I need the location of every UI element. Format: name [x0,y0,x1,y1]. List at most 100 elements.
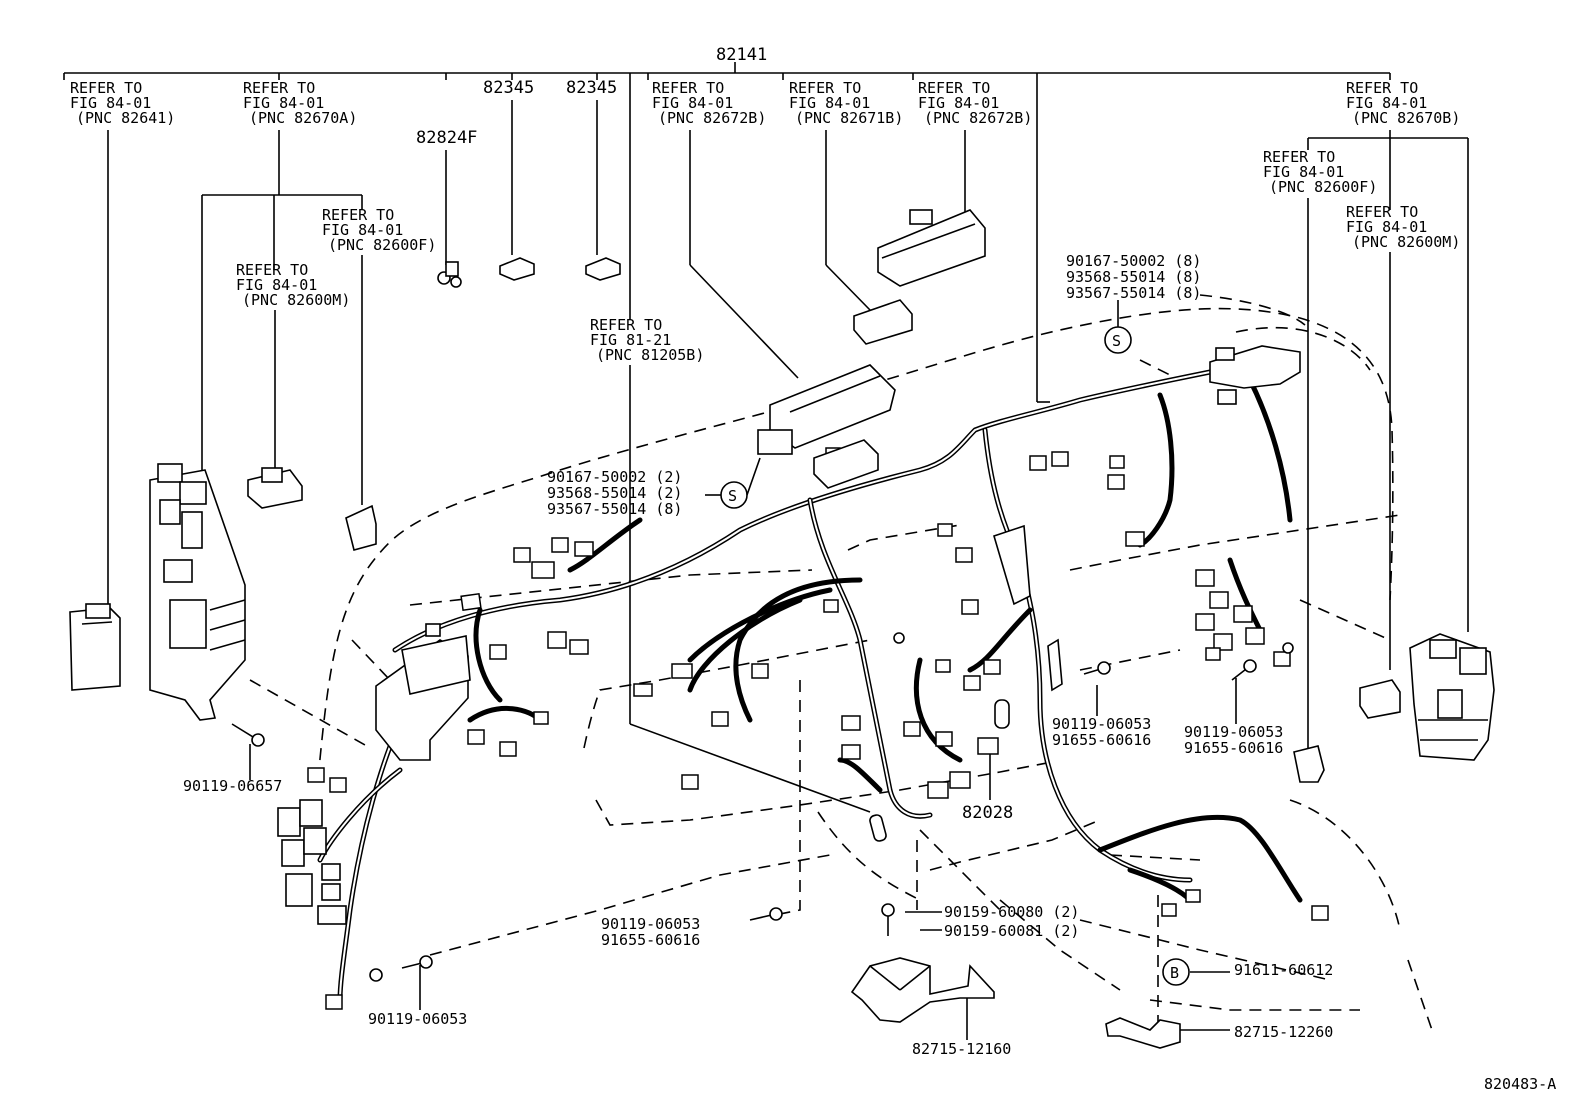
bolt-label-90119-06053-left: 90119-06053 [368,1010,467,1028]
center-bracket-clip [993,524,1031,606]
refer-label-82670A: REFER TO FIG 84-01 (PNC 82670A) [243,79,357,127]
part-82141-leader [63,62,1391,402]
svg-text:FIG 84-01: FIG 84-01 [918,94,999,112]
connector-block-82671B [853,299,913,345]
svg-text:FIG 84-01: FIG 84-01 [1346,218,1427,236]
refer-label-82641: REFER TO FIG 84-01 (PNC 82641) [70,79,175,127]
ring-terminals [369,632,1294,982]
svg-text:FIG 84-01: FIG 84-01 [1346,94,1427,112]
bolt-90119-06657 [231,723,265,747]
refer-label-82670B: REFER TO FIG 84-01 (PNC 82670B) [1346,79,1460,127]
svg-text:(PNC 82670B): (PNC 82670B) [1352,109,1460,127]
marker-s-top: S [1104,326,1132,354]
svg-text:REFER TO: REFER TO [1346,203,1418,221]
bolt-90119-06053-left [401,955,433,969]
svg-text:FIG 84-01: FIG 84-01 [652,94,733,112]
clip-label-93567-55014-8-mid: 93567-55014 (8) [547,500,682,518]
bolt-90119-06053-mid [1083,661,1111,675]
svg-text:FIG 84-01: FIG 84-01 [243,94,324,112]
clip-82345-a [499,257,535,281]
refer-label-82600F-right: REFER TO FIG 84-01 (PNC 82600F) [1263,148,1377,196]
bolt-label-91655-60616-center: 91655-60616 [601,931,700,949]
svg-text:REFER TO: REFER TO [652,79,724,97]
part-number-82141: 82141 [716,45,767,65]
svg-text:(PNC 82672B): (PNC 82672B) [924,109,1032,127]
dashboard-outline-dashed [249,294,1433,1031]
clip-label-93568-55014-8: 93568-55014 (8) [1066,268,1201,286]
svg-text:FIG 84-01: FIG 84-01 [322,221,403,239]
part-number-82028: 82028 [962,803,1013,823]
part-number-82824F: 82824F [416,128,477,148]
svg-text:S: S [728,487,737,505]
leader-lines [107,100,1469,1040]
bracket-label-82715-12260: 82715-12260 [1234,1023,1333,1041]
bracket-82715-12260 [1105,1017,1181,1049]
svg-text:FIG 84-01: FIG 84-01 [70,94,151,112]
junction-block-right [1409,633,1495,761]
relay-82600M-right [1359,679,1401,719]
junction-block-left [69,603,121,691]
refer-label-81205B: REFER TO FIG 81-21 (PNC 81205B) [590,316,704,364]
connector-block-82672B-a [757,364,896,455]
right-bracket-small [1047,638,1063,692]
refer-label-82600M-right: REFER TO FIG 84-01 (PNC 82600M) [1346,203,1460,251]
connector-block-82672B-b [877,209,986,287]
refer-label-82671B: REFER TO FIG 84-01 (PNC 82671B) [789,79,903,127]
bolt-label-91655-60616-right: 91655-60616 [1184,739,1283,757]
svg-text:FIG 84-01: FIG 84-01 [789,94,870,112]
relay-82600M-left [247,467,303,509]
refer-label-82600M-left: REFER TO FIG 84-01 (PNC 82600M) [236,261,350,309]
svg-text:(PNC 82671B): (PNC 82671B) [795,109,903,127]
svg-text:REFER TO: REFER TO [322,206,394,224]
nut-label-90159-60081: 90159-60081 (2) [944,922,1079,940]
nut-90159 [881,903,895,936]
bolt-label-90119-06053-right: 90119-06053 [1184,723,1283,741]
harness-connectors [307,447,1329,1010]
svg-text:REFER TO: REFER TO [590,316,662,334]
refer-label-82672B-a: REFER TO FIG 84-01 (PNC 82672B) [652,79,766,127]
svg-text:FIG 84-01: FIG 84-01 [236,276,317,294]
bolt-label-91655-60616-mid: 91655-60616 [1052,731,1151,749]
svg-text:S: S [1112,332,1121,350]
clip-label-93568-55014-2: 93568-55014 (2) [547,484,682,502]
bracket-82715-12160 [850,957,995,1023]
ground-clip-center [869,814,887,842]
svg-text:(PNC 82670A): (PNC 82670A) [249,109,357,127]
svg-text:(PNC 82600F): (PNC 82600F) [1269,178,1377,196]
harness-box-left [375,623,471,761]
bolt-label-90119-06053-center: 90119-06053 [601,915,700,933]
svg-text:REFER TO: REFER TO [243,79,315,97]
part-number-82345-b: 82345 [566,78,617,98]
relay-82600F-right [1293,745,1325,783]
bolt-90119-06053-center [749,907,783,921]
harness-clamp-center [813,439,879,489]
bolt-label-90119-06657: 90119-06657 [183,777,282,795]
part-number-82345-a: 82345 [483,78,534,98]
svg-text:REFER TO: REFER TO [918,79,990,97]
svg-text:REFER TO: REFER TO [1346,79,1418,97]
nut-label-90159-60080: 90159-60080 (2) [944,903,1079,921]
clip-82028 [994,699,1010,729]
bracket-label-82715-12160: 82715-12160 [912,1040,1011,1058]
svg-text:FIG 84-01: FIG 84-01 [1263,163,1344,181]
svg-text:(PNC 82600M): (PNC 82600M) [242,291,350,309]
connector-cluster-left [277,799,347,925]
svg-text:(PNC 82641): (PNC 82641) [76,109,175,127]
bolt-label-90119-06053-mid: 90119-06053 [1052,715,1151,733]
clip-label-90167-50002-2: 90167-50002 (2) [547,468,682,486]
svg-text:(PNC 82600M): (PNC 82600M) [1352,233,1460,251]
bolt-90119-06053-right [1231,659,1257,681]
svg-text:(PNC 81205B): (PNC 81205B) [596,346,704,364]
refer-label-82672B-b: REFER TO FIG 84-01 (PNC 82672B) [918,79,1032,127]
clip-label-90167-50002-8: 90167-50002 (8) [1066,252,1201,270]
refer-label-82600F-left: REFER TO FIG 84-01 (PNC 82600F) [322,206,436,254]
svg-text:FIG 81-21: FIG 81-21 [590,331,671,349]
clip-82345-b [585,257,621,281]
svg-text:REFER TO: REFER TO [1263,148,1335,166]
figure-id: 820483-A [1484,1075,1556,1093]
svg-text:REFER TO: REFER TO [236,261,308,279]
svg-text:(PNC 82600F): (PNC 82600F) [328,236,436,254]
relay-82600F-left [345,504,377,551]
svg-text:REFER TO: REFER TO [70,79,142,97]
